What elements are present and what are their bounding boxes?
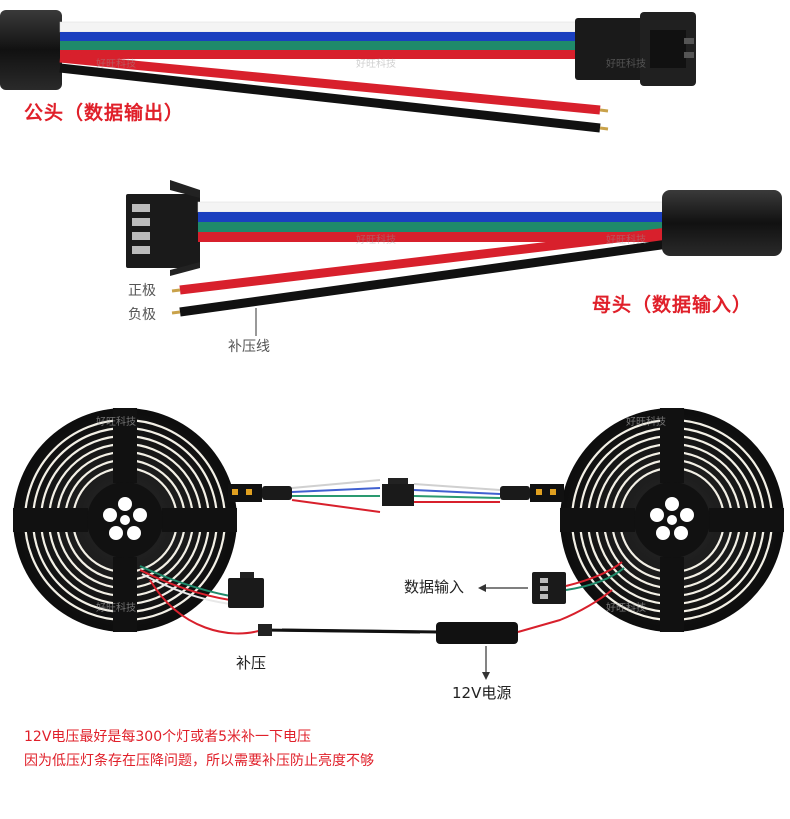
male-black-tip <box>599 126 609 131</box>
male-cable-boot <box>0 10 62 90</box>
female-white-wire <box>197 201 669 213</box>
female-black-power-wire <box>179 239 669 317</box>
watermark: 好旺科技 <box>606 235 646 246</box>
data-input-label: 数据输入 <box>404 578 465 596</box>
left-bottom-connector <box>228 578 264 608</box>
male-red-power-wire <box>59 53 601 115</box>
power-supply <box>281 589 613 680</box>
female-red-power-wire <box>179 227 669 295</box>
male-blue-wire <box>60 32 580 41</box>
female-green-wire <box>198 222 668 232</box>
power-inline-box <box>436 622 518 644</box>
right-strip-tail <box>530 484 564 502</box>
male-white-wire <box>59 21 581 33</box>
right-reel-input <box>478 561 625 604</box>
note-line-2: 因为低压灯条存在压降问题，所以需要补压防止亮度不够 <box>24 753 374 769</box>
watermark: 好旺科技 <box>96 59 136 70</box>
male-connector <box>575 12 696 86</box>
boost-wire-label: 补压线 <box>228 339 270 355</box>
positive-label: 正极 <box>128 283 156 299</box>
reel-link-wires <box>228 478 564 513</box>
watermark: 好旺科技 <box>606 603 646 614</box>
right-boost-wire <box>517 589 613 633</box>
watermark: 好旺科技 <box>96 603 136 614</box>
watermark: 好旺科技 <box>356 235 396 246</box>
watermark: 好旺科技 <box>626 417 666 428</box>
left-link-boot <box>262 486 292 500</box>
middle-link-connector <box>382 484 414 506</box>
power-12v-label: 12V电源 <box>452 684 512 702</box>
right-led-reel <box>560 408 784 632</box>
female-cable-boot <box>662 190 782 256</box>
left-led-reel <box>13 408 237 632</box>
female-connector <box>126 180 200 276</box>
female-black-tip <box>171 310 181 315</box>
note-line-1: 12V电压最好是每300个灯或者5米补一下电压 <box>24 729 312 745</box>
female-cable <box>126 180 782 336</box>
female-blue-wire <box>198 212 668 222</box>
right-link-boot <box>500 486 530 500</box>
male-black-power-wire <box>59 63 601 133</box>
watermark: 好旺科技 <box>606 59 646 70</box>
watermark: 好旺科技 <box>96 417 136 428</box>
male-cable <box>0 10 696 133</box>
female-red-tip <box>171 288 181 293</box>
male-red-tip <box>599 108 609 113</box>
right-input-connector <box>532 572 566 604</box>
female-red-wire <box>198 232 668 242</box>
boost-label: 补压 <box>236 654 267 672</box>
left-boost-wire <box>149 579 263 635</box>
left-strip-tail <box>228 484 262 502</box>
male-red-wire <box>60 50 580 59</box>
negative-label: 负极 <box>128 307 156 323</box>
male-green-wire <box>60 41 580 50</box>
female-plug-label: 母头（数据输入） <box>592 294 753 316</box>
male-plug-label: 公头（数据输出） <box>24 102 185 124</box>
watermark: 好旺科技 <box>356 59 396 70</box>
